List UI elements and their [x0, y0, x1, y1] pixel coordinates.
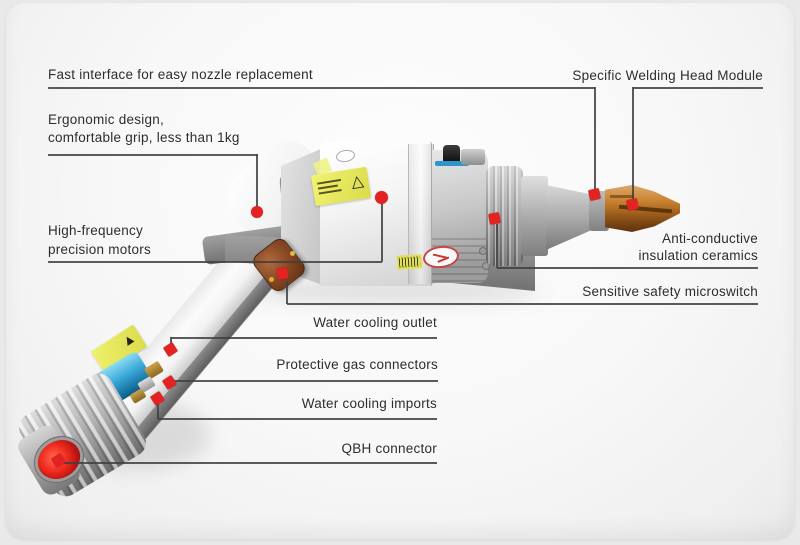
leader-ergonomic-riser: [256, 154, 258, 208]
marker-motor: [375, 191, 388, 204]
leader-water-imports: [158, 418, 437, 420]
leader-specific-module-riser: [632, 87, 634, 201]
nozzle-slot: [609, 195, 634, 199]
label-text-line: [317, 184, 338, 190]
marker-copper-tip: [625, 197, 640, 212]
label-high-frequency-line2: precision motors: [48, 242, 152, 257]
label-anti-conductive: Anti-conductive insulation ceramics: [560, 230, 758, 264]
label-specific-module: Specific Welding Head Module: [572, 68, 763, 83]
logo-glyph: [437, 256, 450, 263]
nozzle-holder: [589, 191, 609, 231]
marker-microswitch: [276, 267, 289, 280]
label-text-line: [318, 188, 342, 195]
label-fast-interface: Fast interface for easy nozzle replaceme…: [48, 67, 313, 82]
leader-fast-interface-riser: [594, 87, 596, 191]
label-gas-connectors: Protective gas connectors: [276, 357, 438, 372]
barcode-lines: [398, 256, 421, 268]
leader-microswitch-riser: [286, 281, 288, 304]
label-microswitch: Sensitive safety microswitch: [582, 284, 758, 299]
wire-connector-blue-stripe: [435, 161, 469, 166]
label-water-outlet: Water cooling outlet: [313, 315, 437, 330]
trigger-screw: [269, 277, 274, 282]
warning-triangle-icon: △: [349, 172, 365, 192]
label-high-frequency: High-frequency precision motors: [48, 221, 248, 259]
wire-connector-base: [461, 149, 485, 165]
leader-high-frequency: [48, 261, 382, 263]
label-water-imports: Water cooling imports: [301, 396, 437, 411]
leader-gas-connectors: [173, 380, 438, 382]
warning-triangle-icon: ▲: [118, 328, 139, 350]
barcode-label: [396, 254, 423, 270]
insulation-ceramic-ring: [521, 176, 548, 256]
leader-anti-conductive: [497, 267, 758, 269]
label-anti-conductive-line2: insulation ceramics: [638, 248, 758, 263]
marker-handle: [251, 206, 263, 218]
marker-ceramic: [488, 212, 501, 225]
leader-water-imports-riser: [157, 404, 159, 419]
label-qbh: QBH connector: [341, 441, 437, 456]
leader-microswitch: [287, 303, 758, 305]
label-ergonomic-line2: comfortable grip, less than 1kg: [48, 130, 240, 145]
leader-qbh: [62, 462, 437, 464]
marker-nozzle-holder: [587, 187, 602, 202]
wire-connector: [443, 145, 460, 162]
leader-anti-conductive-riser: [496, 224, 498, 268]
label-ergonomic: Ergonomic design, comfortable grip, less…: [48, 111, 308, 147]
label-high-frequency-line1: High-frequency: [48, 223, 144, 238]
leader-high-frequency-riser: [381, 202, 383, 262]
leader-ergonomic: [48, 154, 258, 156]
trigger-screw: [290, 251, 295, 256]
underside-screw: [482, 262, 490, 270]
label-anti-conductive-line1: Anti-conductive: [661, 231, 758, 246]
label-ergonomic-line1: Ergonomic design,: [48, 112, 165, 127]
leader-fast-interface: [48, 87, 595, 89]
leader-specific-module: [633, 87, 763, 89]
leader-water-outlet: [171, 337, 437, 339]
